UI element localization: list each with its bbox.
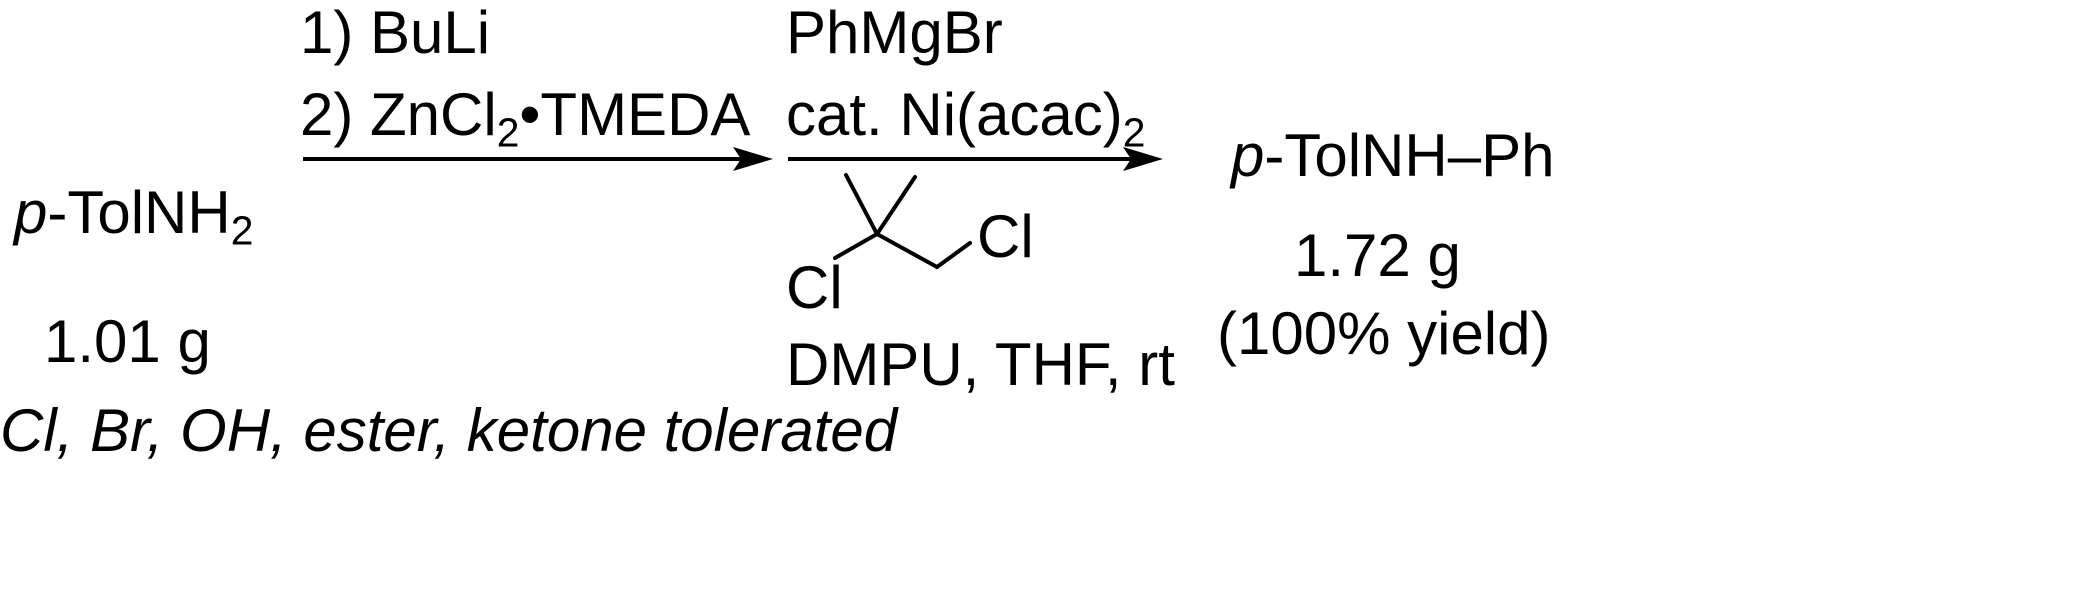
- product-yield: (100% yield): [1217, 300, 1551, 367]
- oxidant-chlorine-right: Cl: [977, 203, 1034, 270]
- starting-material-subscript: 2: [230, 207, 254, 254]
- product-name: -TolNH–Ph: [1264, 122, 1555, 189]
- product-mass: 1.72 g: [1294, 222, 1461, 289]
- dichloro-structure: [833, 173, 972, 269]
- step2-conditions: DMPU, THF, rt: [786, 331, 1175, 398]
- bond-methyl-left: [844, 173, 879, 236]
- bond-quaternary-cl: [833, 232, 879, 260]
- step2-catalyst-name: cat. Ni(acac): [786, 81, 1123, 148]
- bond-methyl-right: [875, 175, 917, 236]
- para-prefix: p: [14, 179, 48, 246]
- step1-zncl-subscript: 2: [496, 109, 520, 156]
- functional-group-tolerance-note: Cl, Br, OH, ester, ketone tolerated: [0, 397, 898, 464]
- step1-tmeda: •TMEDA: [519, 81, 751, 148]
- step2-catalyst-subscript: 2: [1122, 109, 1146, 156]
- starting-material-name: -TolNH: [47, 179, 231, 246]
- oxidant-chlorine-left: Cl: [786, 254, 843, 321]
- arrow-1-head: [733, 147, 773, 171]
- step2-reagent: PhMgBr: [786, 0, 1003, 66]
- product-para-prefix: p: [1231, 122, 1265, 189]
- bond-quaternary-ch2: [875, 232, 939, 269]
- step1-zncl: 2) ZnCl: [300, 81, 497, 148]
- bond-ch2-cl: [935, 241, 972, 269]
- step1-reagent-line1: 1) BuLi: [300, 0, 491, 66]
- starting-material-label: p-TolNH2: [14, 183, 253, 251]
- starting-material-mass: 1.01 g: [44, 308, 211, 375]
- step1-reagent-line2: 2) ZnCl2•TMEDA: [300, 85, 750, 153]
- arrow-2-head: [1123, 147, 1163, 171]
- step2-catalyst: cat. Ni(acac)2: [786, 85, 1145, 153]
- product-label: p-TolNH–Ph: [1231, 126, 1554, 186]
